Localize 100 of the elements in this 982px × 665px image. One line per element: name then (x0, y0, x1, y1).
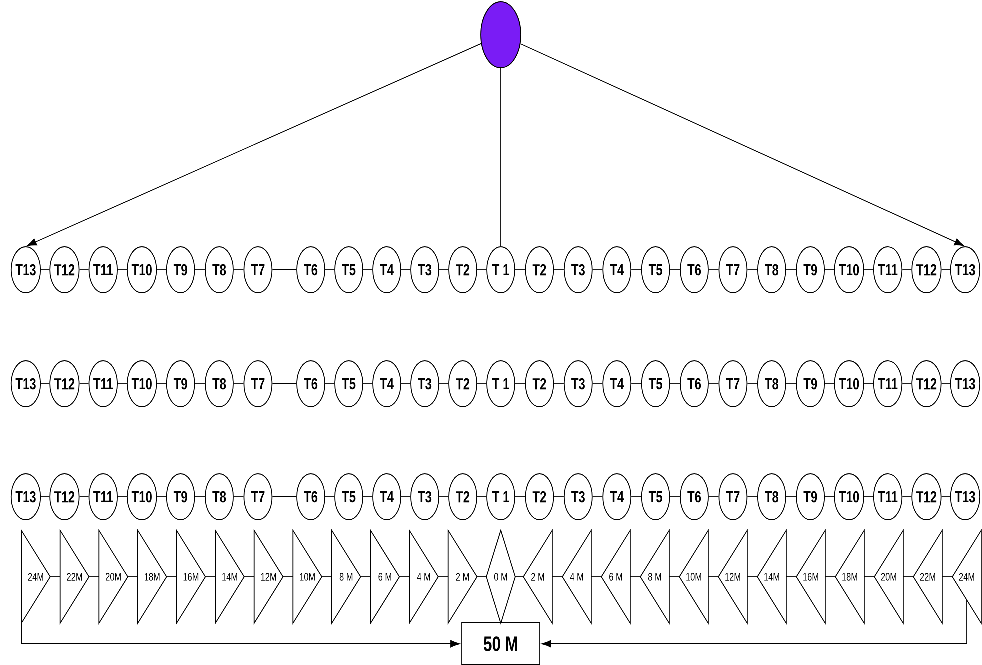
circle-node: T7 (718, 246, 748, 294)
connector-line (824, 496, 835, 498)
connector-line (118, 496, 128, 498)
circle-node: T8 (205, 360, 234, 408)
connector-line (500, 68, 502, 247)
circle-node: T7 (244, 360, 273, 408)
connector-line (941, 496, 951, 498)
circle-node: T4 (372, 246, 402, 294)
connector-line (708, 576, 719, 578)
circle-node: T5 (334, 246, 364, 294)
connector-line (50, 576, 61, 578)
connector-line (515, 496, 526, 498)
connector-line (591, 576, 602, 578)
circle-node: T12 (50, 474, 80, 520)
circle-node: T3 (410, 474, 440, 520)
circle-node: T12 (50, 246, 80, 294)
circle-node: T7 (718, 360, 748, 408)
circle-node: T5 (334, 474, 364, 520)
ellipse-node (480, 2, 522, 68)
circle-node: T4 (602, 360, 632, 408)
circle-node: T3 (564, 246, 593, 294)
connector-line (272, 496, 297, 498)
arrow (520, 44, 964, 246)
circle-node: T12 (912, 246, 942, 294)
circle-node: T2 (525, 474, 554, 520)
arrow (27, 43, 482, 246)
circle-node: T11 (88, 360, 118, 408)
connector-line (554, 496, 564, 498)
connector-line (282, 576, 294, 578)
circle-node: T4 (372, 360, 402, 408)
circle-node: T10 (834, 360, 864, 408)
circle-node: T10 (127, 474, 158, 520)
circle-node: T6 (680, 360, 709, 408)
connector-line (592, 496, 604, 498)
circle-node: T13 (950, 474, 980, 520)
circle-node: T7 (244, 246, 273, 294)
circle-node: T9 (166, 246, 196, 294)
circle-node: T13 (10, 474, 42, 520)
circle-node: T5 (641, 474, 670, 520)
connector-line (476, 576, 487, 578)
arrow (542, 600, 968, 648)
connector-line (786, 496, 797, 498)
circle-node: T2 (525, 246, 554, 294)
circle-node: T6 (296, 246, 326, 294)
connector-line (360, 576, 372, 578)
circle-node: T 1 (486, 246, 516, 294)
connector-line (631, 496, 642, 498)
connector-line (322, 576, 332, 578)
circle-node: T 1 (486, 474, 516, 520)
circle-node: T6 (296, 360, 326, 408)
circle-node: T11 (873, 474, 903, 520)
circle-node: T4 (372, 474, 402, 520)
connector-line (903, 576, 914, 578)
circle-node: T13 (10, 360, 42, 408)
connector-line (864, 576, 875, 578)
connector-line (747, 496, 758, 498)
connector-line (708, 496, 720, 498)
circle-node: T4 (602, 246, 632, 294)
circle-node: T5 (334, 360, 364, 408)
circle-node: T2 (525, 360, 554, 408)
circle-node: T3 (564, 474, 593, 520)
arrow (21, 623, 460, 648)
connector-line (128, 576, 138, 578)
connector-line (156, 496, 167, 498)
connector-line (825, 576, 836, 578)
connector-line (79, 496, 90, 498)
circle-node: T13 (950, 246, 980, 294)
circle-node: T2 (448, 360, 478, 408)
connector-line (88, 576, 100, 578)
circle-node: T10 (127, 246, 158, 294)
connector-line (40, 496, 50, 498)
circle-node: T11 (873, 360, 903, 408)
circle-node: T8 (205, 246, 234, 294)
circle-node: T5 (641, 246, 670, 294)
circle-node: T9 (796, 246, 826, 294)
connector-line (166, 576, 178, 578)
circle-node: T5 (641, 360, 670, 408)
connector-line (670, 496, 680, 498)
circle-node: T 1 (486, 360, 516, 408)
connector-line (194, 496, 206, 498)
circle-node: T9 (166, 474, 196, 520)
distance-box: 50 M (462, 622, 540, 665)
connector-line (902, 496, 912, 498)
circle-node: T8 (205, 474, 234, 520)
connector-line (438, 576, 449, 578)
circle-node: T8 (757, 246, 786, 294)
circle-node: T6 (680, 246, 709, 294)
circle-node: T13 (950, 360, 980, 408)
connector-line (515, 576, 524, 578)
circle-node: T7 (718, 474, 748, 520)
circle-node: T10 (834, 246, 864, 294)
circle-node: T10 (834, 474, 864, 520)
circle-node: T3 (564, 360, 593, 408)
connector-line (234, 496, 244, 498)
circle-node: T10 (127, 360, 158, 408)
circle-node: T12 (50, 360, 80, 408)
connector-line (747, 576, 758, 578)
circle-node: T4 (602, 474, 632, 520)
connector-line (399, 576, 410, 578)
circle-node: T3 (410, 360, 440, 408)
